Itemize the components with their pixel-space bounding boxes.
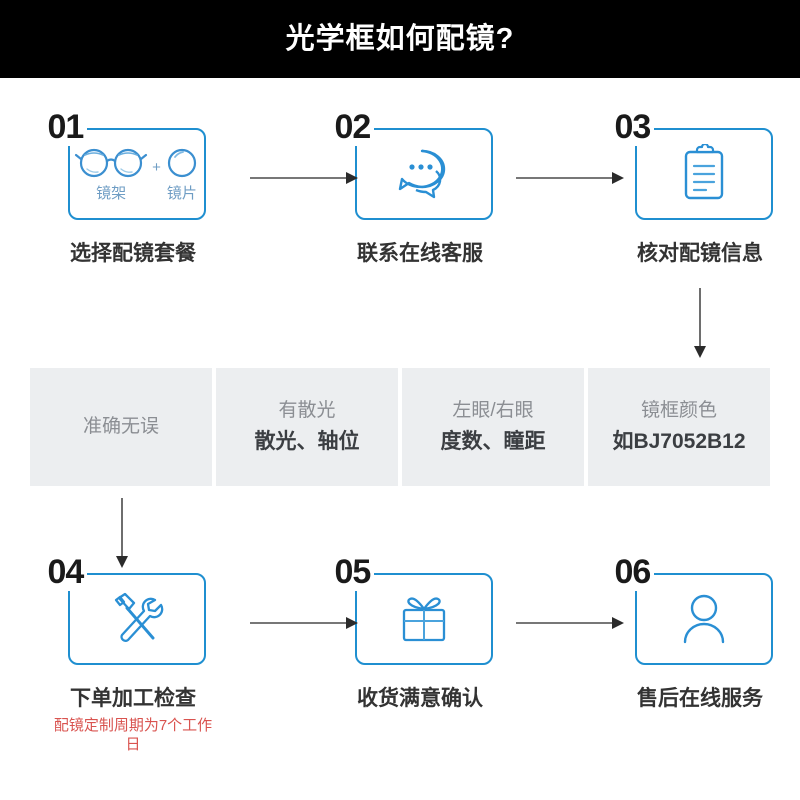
step-card-04[interactable]: 04 下单加工检查 配镜定制周期为7个工作日 (33, 555, 233, 755)
arrow-step05-to-step06 (516, 617, 624, 629)
info-panel-4-line2: 如BJ7052B12 (612, 429, 746, 453)
step-02-box-wrap: 02 (332, 110, 508, 225)
page-title: 光学框如何配镜? (285, 22, 515, 55)
step-05-box-wrap: 05 (332, 555, 508, 670)
step-01-icon-slot: 镜架 + 镜片 (68, 128, 206, 220)
step-06-label: 售后在线服务 (637, 687, 763, 710)
lens-caption: 镜片 (166, 184, 197, 202)
step-02-label: 联系在线客服 (357, 242, 483, 265)
info-panel-3-line1: 左眼/右眼 (452, 400, 534, 421)
info-panel-2-line1: 有散光 (278, 400, 336, 421)
frame-item: 镜架 (74, 144, 148, 201)
step-05-number: 05 (332, 555, 375, 591)
frame-caption: 镜架 (96, 184, 127, 202)
arrow-step02-to-step03 (516, 172, 624, 184)
user-person-icon (683, 594, 724, 644)
step-03-label: 核对配镜信息 (637, 242, 763, 265)
step-06-number: 06 (612, 555, 655, 591)
step-01-number: 01 (45, 110, 88, 146)
info-panel-1-line1: 准确无误 (82, 416, 159, 438)
arrow-step03-to-panels (694, 288, 706, 358)
step-06-icon-slot (635, 573, 773, 665)
arrow-step04-to-step05 (250, 617, 358, 629)
info-panel-2[interactable]: 有散光 散光、轴位 (216, 368, 398, 486)
step-04-number: 04 (45, 555, 88, 591)
info-panel-1[interactable]: 准确无误 (30, 368, 212, 486)
lens-circle-icon (167, 148, 196, 177)
step-05-label: 收货满意确认 (357, 687, 483, 710)
info-panel-3[interactable]: 左眼/右眼 度数、瞳距 (402, 368, 584, 486)
page-header: 光学框如何配镜? (0, 0, 800, 78)
step-card-02[interactable]: 02 联系在线客服 (320, 110, 520, 266)
step-01-box-wrap: 镜架 + 镜片 01 (45, 110, 221, 225)
step-card-06[interactable]: 06 售后在线服务 (600, 555, 800, 711)
plus-icon: + (152, 158, 161, 176)
lens-item: 镜片 (165, 144, 199, 201)
eyeglasses-frame-icon (75, 148, 148, 177)
info-panel-2-line2: 散光、轴位 (254, 429, 360, 453)
gift-box-icon (402, 597, 445, 642)
tools-hammer-wrench-icon (114, 592, 163, 642)
step-02-box (354, 128, 493, 220)
step-02-number: 02 (332, 110, 375, 146)
chat-bubble-icon (398, 149, 445, 199)
step-01-label: 选择配镜套餐 (70, 242, 196, 265)
step-02-icon-slot (355, 128, 493, 220)
step-04-label: 下单加工检查 (70, 687, 196, 710)
step-card-05[interactable]: 05 收货满意确认 (320, 555, 520, 711)
step-03-box-wrap: 03 (612, 110, 788, 225)
info-panel-3-line2: 度数、瞳距 (440, 429, 546, 453)
info-panel-4[interactable]: 镜框颜色 如BJ7052B12 (588, 368, 770, 486)
step-04-note: 配镜定制周期为7个工作日 (53, 717, 213, 753)
arrow-panels-to-step04 (116, 498, 128, 568)
step-04-icon-slot (68, 573, 206, 665)
step-03-icon-slot (635, 128, 773, 220)
glasses-and-lens-icon: 镜架 + 镜片 (74, 144, 199, 201)
step-card-01[interactable]: 镜架 + 镜片 01 选择配镜套餐 (33, 110, 233, 266)
step-05-icon-slot (355, 573, 493, 665)
info-panel-4-line1: 镜框颜色 (640, 400, 717, 421)
arrow-step01-to-step02 (250, 172, 358, 184)
step-04-box-wrap: 04 (45, 555, 221, 670)
step-03-number: 03 (612, 110, 655, 146)
info-panel-row: 准确无误 有散光 散光、轴位 左眼/右眼 度数、瞳距 镜框颜色 如BJ7052B… (30, 368, 770, 486)
clipboard-icon (684, 144, 723, 200)
step-card-03[interactable]: 03 核对配镜信息 (600, 110, 800, 266)
step-06-box-wrap: 06 (612, 555, 788, 670)
